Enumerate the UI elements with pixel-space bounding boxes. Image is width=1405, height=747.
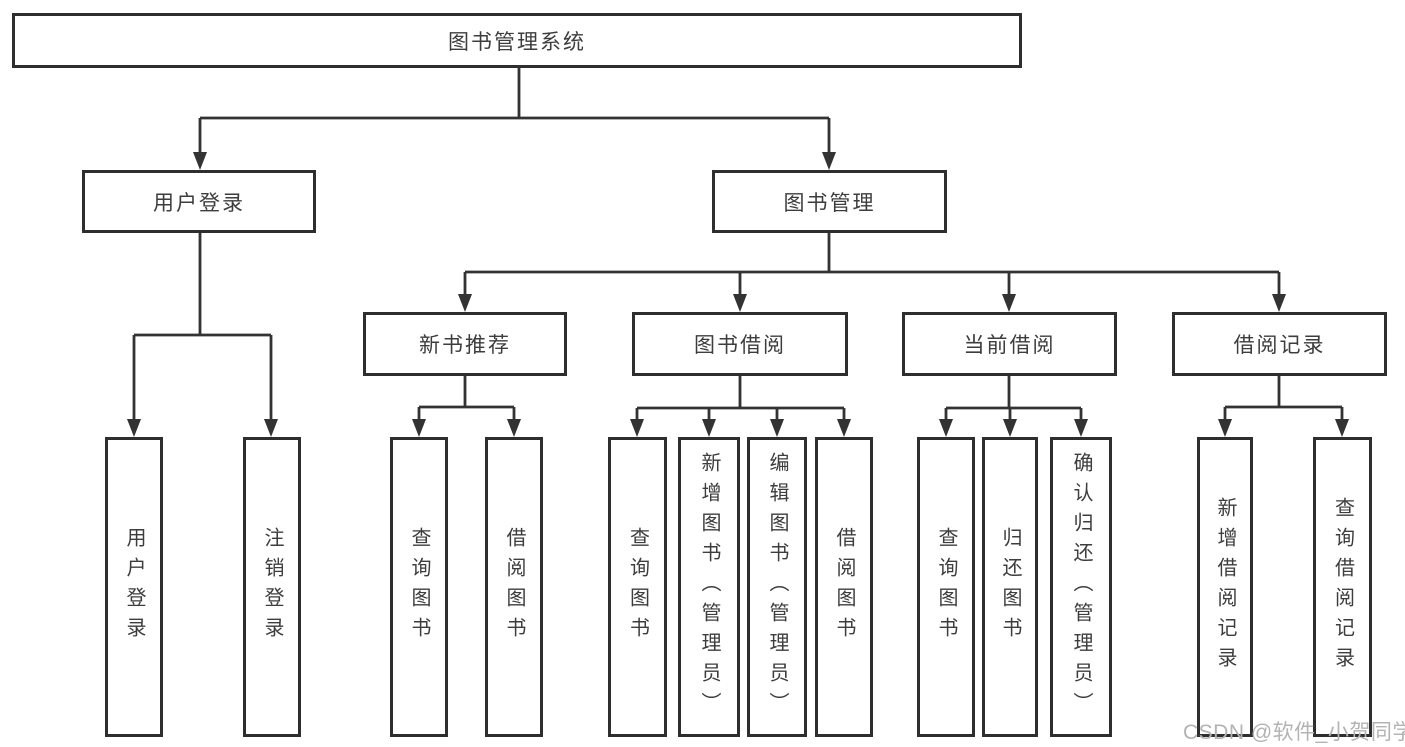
node-leaf-borrow-books-recommend: 借阅图书 bbox=[485, 437, 543, 737]
node-leaf-edit-book-admin: 编辑图书（管理员） bbox=[747, 437, 807, 737]
node-leaf-logout: 注销登录 bbox=[243, 437, 301, 737]
watermark: CSDN @软件_小贺同学 bbox=[1183, 721, 1405, 744]
node-leaf-query-books-recommend: 查询图书 bbox=[390, 437, 448, 737]
node-leaf-add-book-admin: 新增图书（管理员） bbox=[678, 437, 740, 737]
node-leaf-confirm-return-admin: 确认归还（管理员） bbox=[1050, 437, 1112, 737]
connector-user-login-children bbox=[127, 233, 278, 437]
node-leaf-borrow-books-borrowing: 借阅图书 bbox=[815, 437, 873, 737]
node-book-management: 图书管理 bbox=[712, 170, 947, 233]
node-label: 注销登录 bbox=[261, 527, 283, 647]
node-label: 查询图书 bbox=[626, 527, 649, 647]
node-label: 查询图书 bbox=[935, 527, 957, 647]
node-leaf-query-books-current: 查询图书 bbox=[917, 437, 975, 737]
node-user-login: 用户登录 bbox=[82, 170, 316, 233]
connector-current-borrowing-children bbox=[939, 376, 1088, 437]
node-current-borrowing: 当前借阅 bbox=[902, 312, 1117, 376]
node-leaf-user-login: 用户登录 bbox=[105, 437, 163, 737]
connector-new-book-recommend-children bbox=[412, 376, 521, 437]
node-label: 编辑图书（管理员） bbox=[766, 452, 788, 722]
connector-book-borrowing-children bbox=[630, 376, 851, 437]
node-label: 查询借阅记录 bbox=[1331, 497, 1354, 677]
node-label: 查询图书 bbox=[408, 527, 430, 647]
node-label: 借阅图书 bbox=[833, 527, 855, 647]
node-leaf-query-borrow-record: 查询借阅记录 bbox=[1313, 437, 1372, 737]
connector-borrowing-records-children bbox=[1218, 376, 1349, 437]
node-label: 借阅图书 bbox=[503, 527, 525, 647]
node-book-borrowing: 图书借阅 bbox=[632, 312, 848, 376]
connector-book-management-children bbox=[458, 233, 1286, 312]
node-label: 用户登录 bbox=[123, 527, 145, 647]
node-label: 新增借阅记录 bbox=[1214, 497, 1236, 677]
node-leaf-return-books: 归还图书 bbox=[982, 437, 1038, 737]
node-root-system: 图书管理系统 bbox=[12, 13, 1022, 68]
node-label: 确认归还（管理员） bbox=[1070, 452, 1092, 722]
node-new-book-recommend: 新书推荐 bbox=[363, 312, 567, 376]
connector-root-to-level2 bbox=[193, 68, 836, 170]
node-label: 归还图书 bbox=[999, 527, 1021, 647]
node-label: 新增图书（管理员） bbox=[698, 452, 720, 722]
node-leaf-query-books-borrowing: 查询图书 bbox=[608, 437, 667, 737]
node-leaf-add-borrow-record: 新增借阅记录 bbox=[1197, 437, 1253, 737]
node-borrowing-records: 借阅记录 bbox=[1172, 312, 1387, 376]
